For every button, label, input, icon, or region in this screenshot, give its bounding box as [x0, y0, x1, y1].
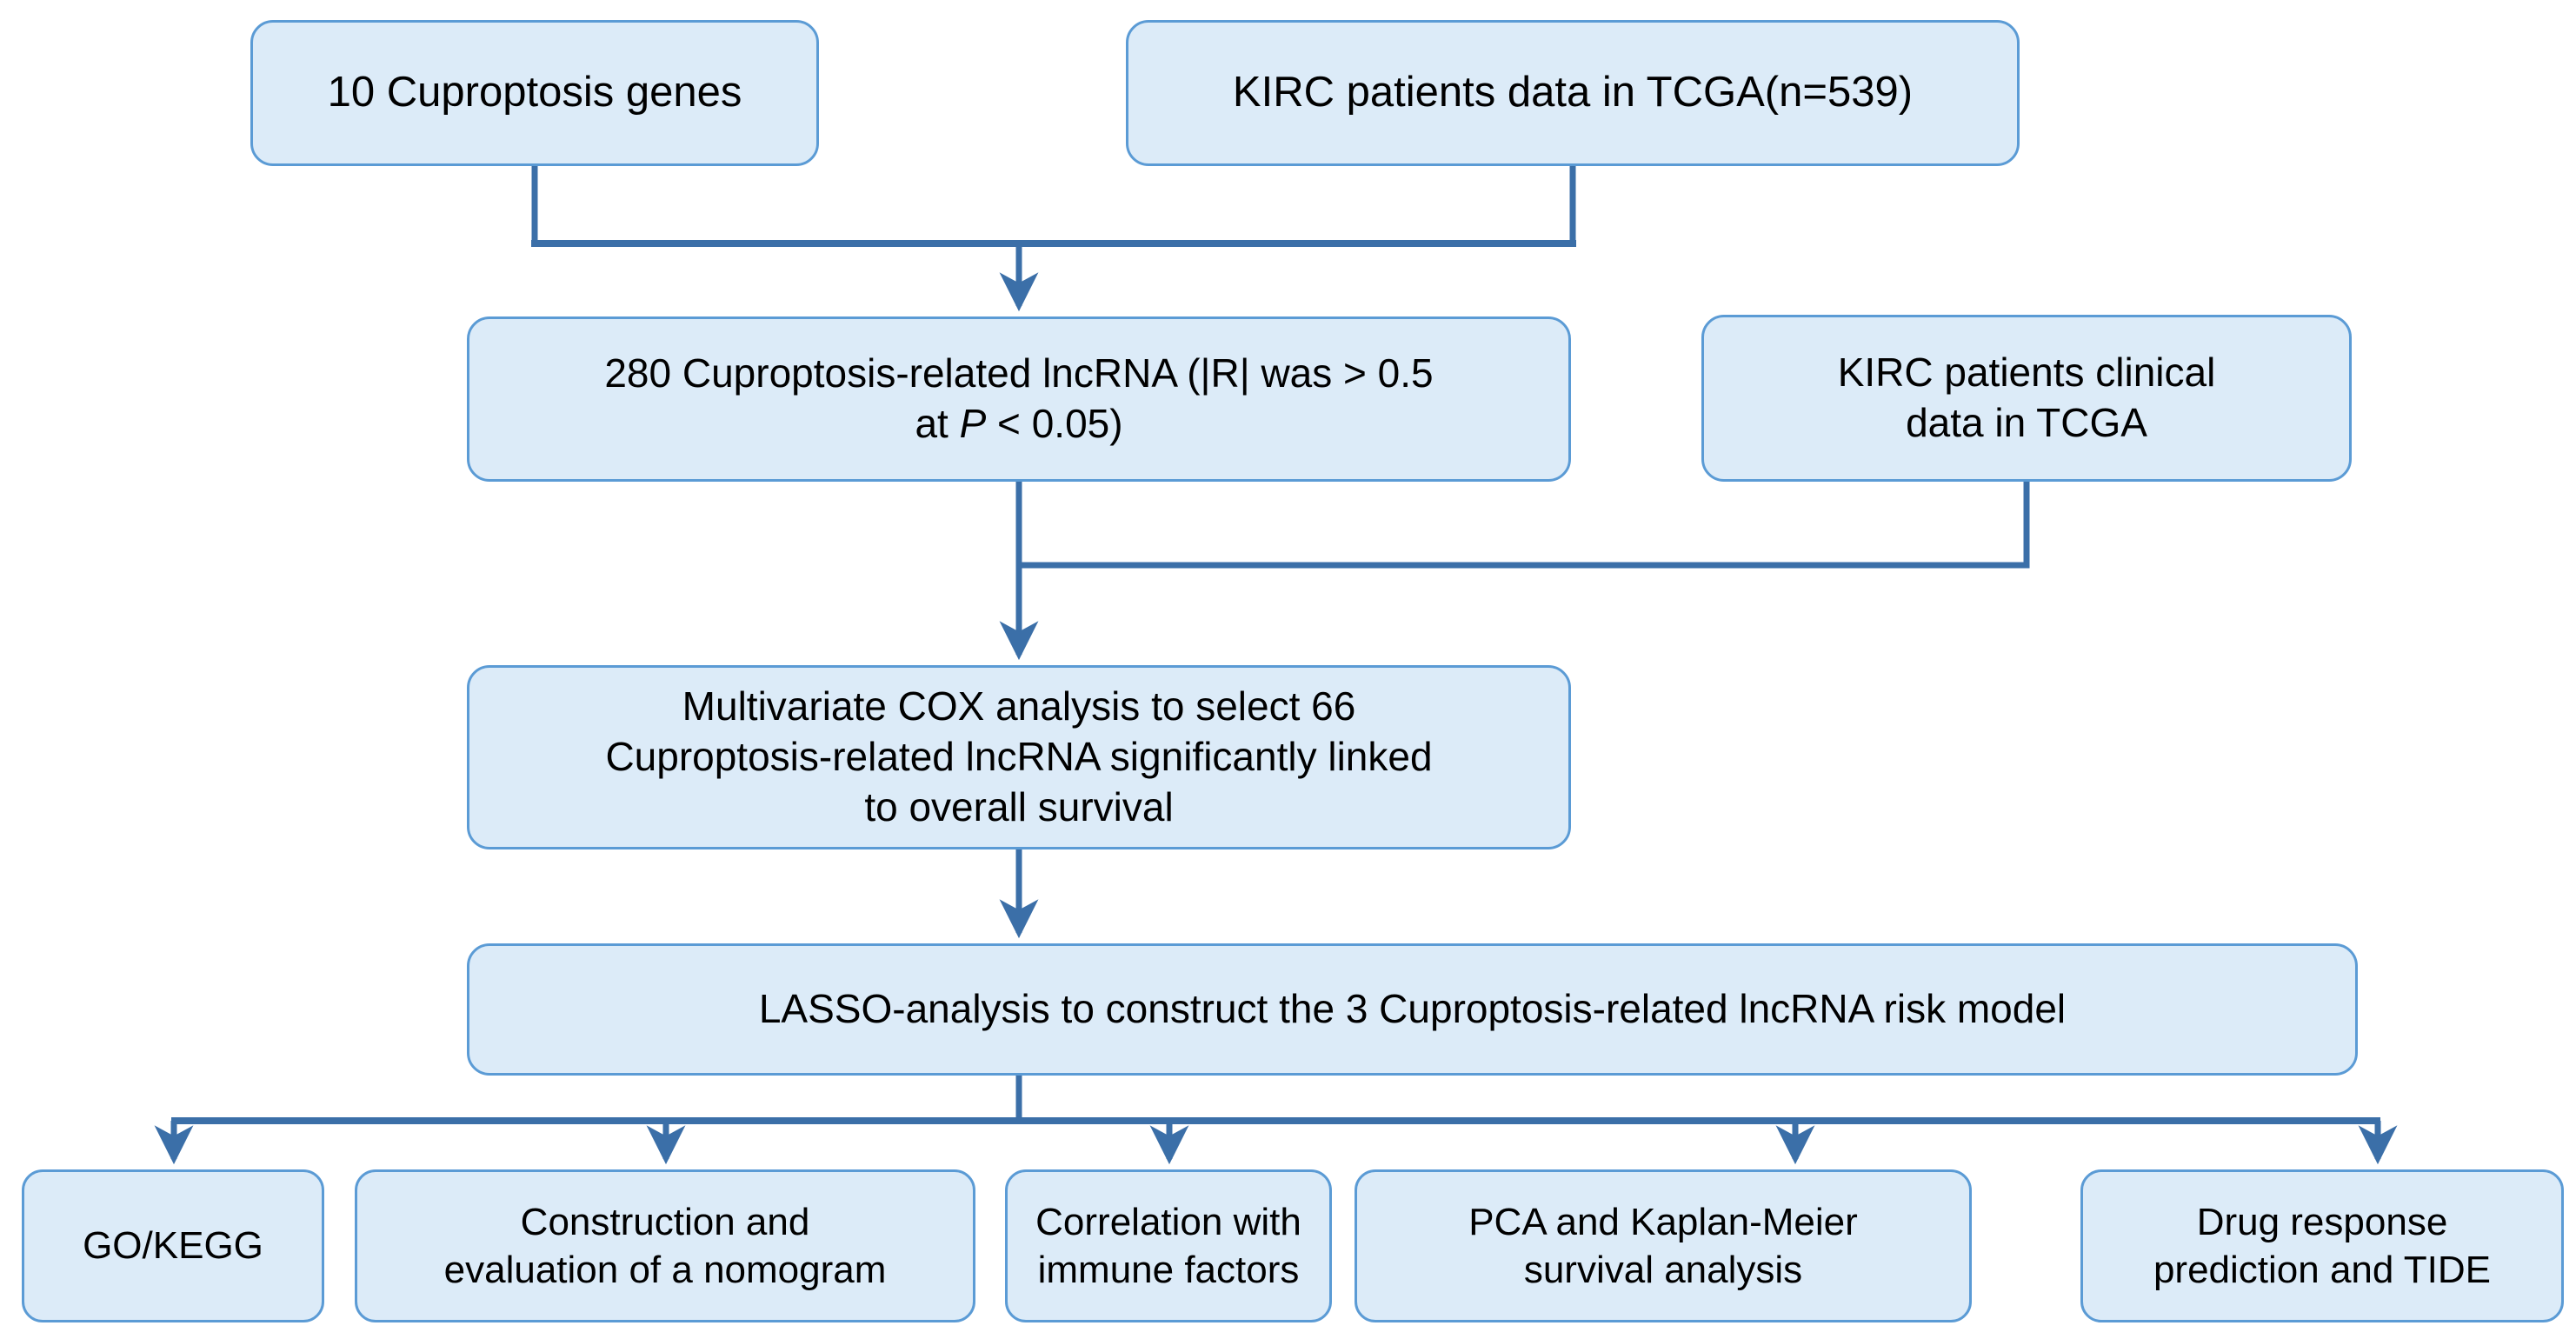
node-label: PCA and Kaplan-Meier survival analysis [1468, 1200, 1858, 1291]
node-nomogram-construction: Construction and evaluation of a nomogra… [355, 1169, 975, 1322]
node-280-cuproptosis-related-lncrna: 280 Cuproptosis-related lncRNA (|R| was … [467, 316, 1571, 482]
node-pca-kaplan-meier: PCA and Kaplan-Meier survival analysis [1355, 1169, 1972, 1322]
node-cuproptosis-genes: 10 Cuproptosis genes [250, 20, 819, 166]
node-label-line2-suffix: < 0.05) [986, 401, 1123, 446]
node-kirc-clinical-data: KIRC patients clinical data in TCGA [1701, 315, 2352, 482]
node-go-kegg: GO/KEGG [22, 1169, 324, 1322]
node-kirc-patients-data: KIRC patients data in TCGA(n=539) [1126, 20, 2020, 166]
node-label: 10 Cuproptosis genes [327, 69, 742, 117]
node-label: 280 Cuproptosis-related lncRNA (|R| was … [482, 349, 1556, 450]
node-label: LASSO-analysis to construct the 3 Cuprop… [758, 986, 2067, 1032]
node-label: GO/KEGG [83, 1224, 263, 1268]
node-label-line2-prefix: at [915, 401, 960, 446]
node-label: Drug response prediction and TIDE [2153, 1200, 2492, 1291]
node-multivariate-cox-analysis: Multivariate COX analysis to select 66 C… [467, 665, 1571, 849]
node-immune-factor-correlation: Correlation with immune factors [1005, 1169, 1332, 1322]
node-label: Multivariate COX analysis to select 66 C… [605, 683, 1433, 829]
node-label-line1: 280 Cuproptosis-related lncRNA (|R| was … [604, 350, 1434, 396]
p-value-symbol: P [959, 401, 987, 446]
node-lasso-analysis-risk-model: LASSO-analysis to construct the 3 Cuprop… [467, 943, 2358, 1076]
node-label: Construction and evaluation of a nomogra… [443, 1200, 887, 1291]
node-label: KIRC patients data in TCGA(n=539) [1232, 69, 1914, 117]
node-label: KIRC patients clinical data in TCGA [1837, 350, 2216, 445]
node-label: Correlation with immune factors [1035, 1200, 1301, 1291]
edge-clinical-to-cox [1016, 482, 2030, 569]
node-drug-response-tide: Drug response prediction and TIDE [2080, 1169, 2564, 1322]
